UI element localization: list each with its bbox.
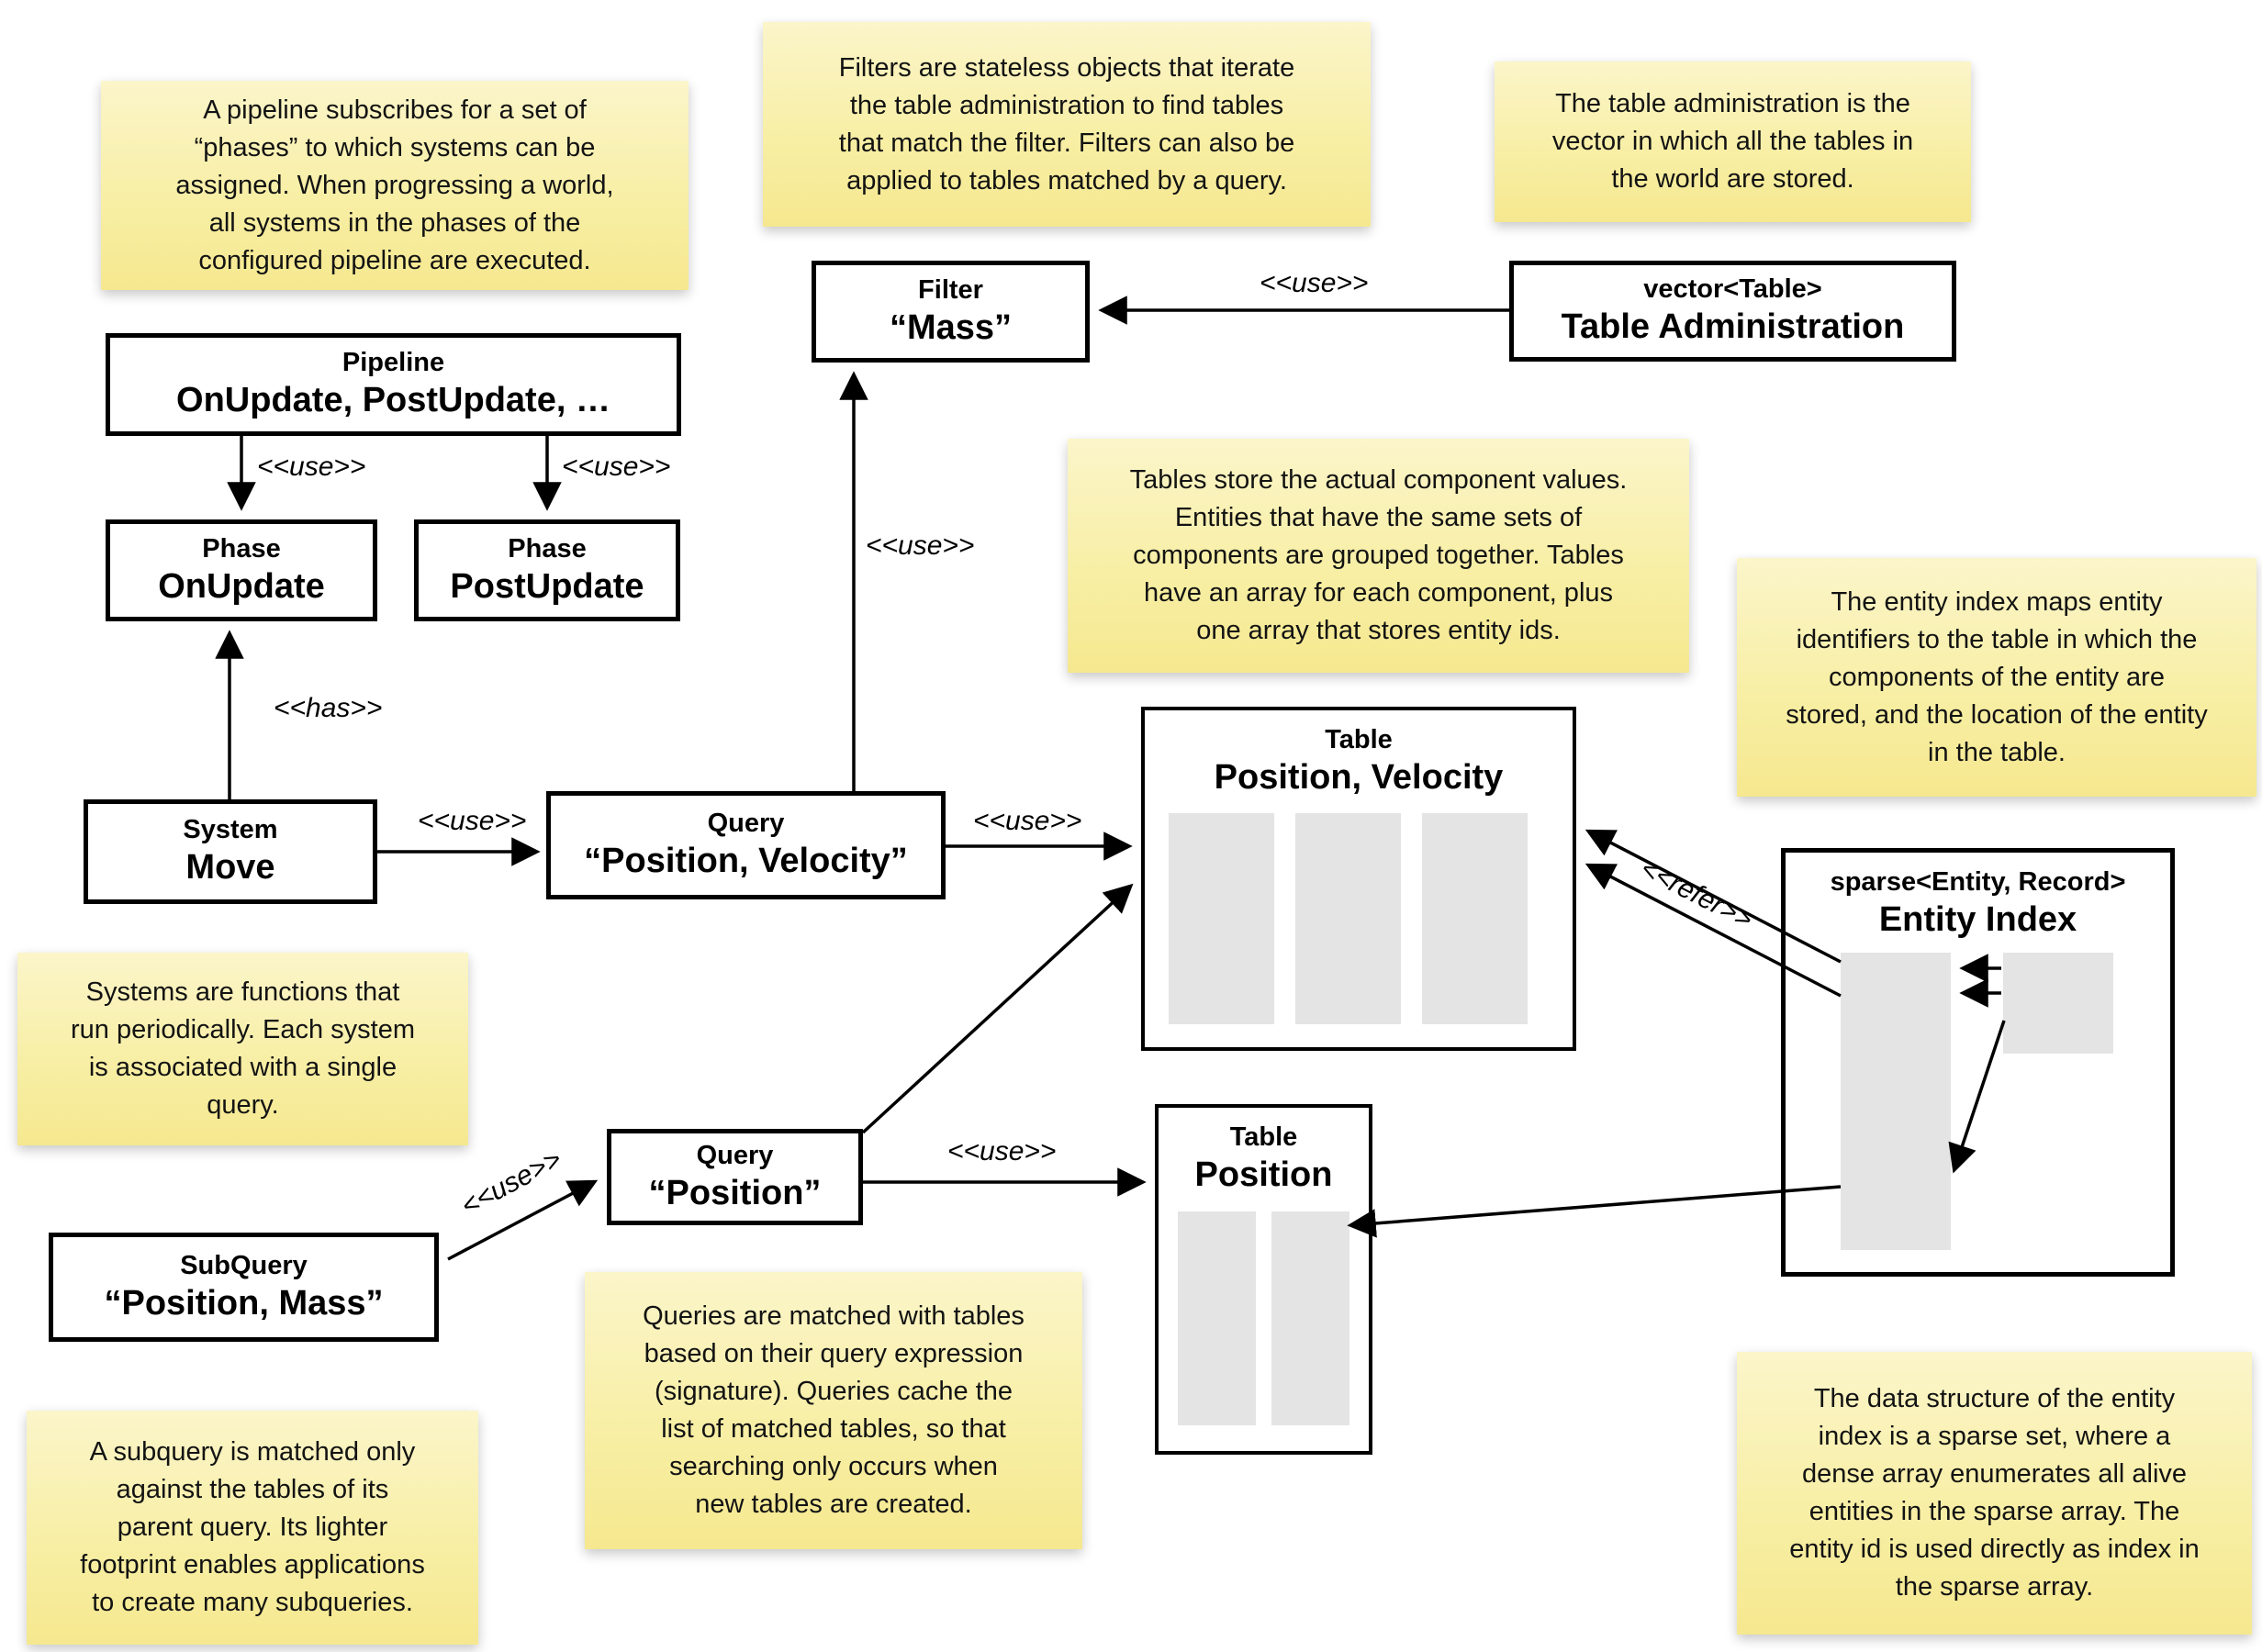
node-phase-postupdate-name: PostUpdate (450, 566, 644, 606)
node-table-position-velocity-name: Position, Velocity (1214, 758, 1504, 798)
node-subquery-position-mass: SubQuery “Position, Mass” (49, 1233, 439, 1342)
edge-label-has-system-phase: <<has>> (274, 693, 383, 723)
component-array (1169, 813, 1274, 1024)
node-table-administration-kind: vector<Table> (1643, 274, 1822, 305)
node-table-administration: vector<Table> Table Administration (1509, 261, 1956, 362)
node-phase-onupdate-name: OnUpdate (158, 566, 325, 606)
node-entity-index-kind: sparse<Entity, Record> (1830, 867, 2126, 897)
node-query-position-name: “Position” (648, 1173, 822, 1212)
note-entity-index: The entity index maps entity identifiers… (1737, 558, 2256, 797)
component-array (1178, 1211, 1256, 1425)
note-queries: Queries are matched with tables based on… (585, 1272, 1082, 1549)
node-query-position-velocity-kind: Query (707, 809, 785, 839)
node-table-position-kind: Table (1229, 1122, 1298, 1152)
component-array (1422, 813, 1528, 1024)
note-sparse-set: The data structure of the entity index i… (1737, 1352, 2252, 1635)
node-query-position-kind: Query (696, 1140, 774, 1170)
node-filter-mass: Filter “Mass” (812, 261, 1090, 363)
edge-label-refer-index-table: <<refer>> (1635, 853, 1758, 936)
node-filter-mass-name: “Mass” (889, 307, 1013, 347)
note-subquery: A subquery is matched only against the t… (27, 1411, 478, 1645)
node-phase-onupdate: Phase OnUpdate (106, 519, 377, 621)
edge-label-use-subquery-query: <<use>> (456, 1144, 567, 1222)
edge-label-use-system-query: <<use>> (418, 806, 527, 836)
edge-label-use-query-filter: <<use>> (866, 530, 975, 561)
note-tables: Tables store the actual component values… (1068, 439, 1689, 673)
node-table-position-name: Position (1194, 1155, 1333, 1195)
edge-label-use-pipeline-postupdate: <<use>> (562, 452, 671, 482)
node-system-move: System Move (84, 799, 377, 904)
node-pipeline-name: OnUpdate, PostUpdate, … (176, 381, 610, 420)
node-system-move-kind: System (183, 815, 278, 845)
sparse-array (1841, 953, 1951, 1250)
node-phase-onupdate-kind: Phase (202, 533, 281, 564)
note-table-admin: The table administration is the vector i… (1495, 61, 1971, 222)
node-phase-postupdate-kind: Phase (508, 533, 587, 564)
edge-label-use-pipeline-onupdate: <<use>> (257, 452, 366, 482)
component-array (1271, 1211, 1349, 1425)
node-phase-postupdate: Phase PostUpdate (414, 519, 680, 621)
node-subquery-position-mass-kind: SubQuery (180, 1250, 308, 1280)
dense-array (2003, 953, 2113, 1054)
note-pipeline: A pipeline subscribes for a set of “phas… (101, 81, 689, 290)
node-filter-mass-kind: Filter (918, 274, 983, 305)
node-query-position-velocity-name: “Position, Velocity” (584, 842, 908, 881)
node-pipeline-kind: Pipeline (342, 348, 445, 378)
note-filters: Filters are stateless objects that itera… (763, 22, 1371, 227)
node-table-position-velocity-kind: Table (1325, 725, 1393, 754)
node-entity-index-name: Entity Index (1878, 900, 2077, 940)
node-query-position-velocity: Query “Position, Velocity” (546, 791, 946, 899)
note-systems: Systems are functions that run periodica… (17, 953, 468, 1145)
node-pipeline: Pipeline OnUpdate, PostUpdate, … (106, 333, 681, 436)
component-array (1295, 813, 1401, 1024)
node-system-move-name: Move (185, 848, 275, 887)
edge-label-use-querypos-table: <<use>> (947, 1136, 1057, 1166)
node-table-administration-name: Table Administration (1561, 307, 1905, 347)
edge-label-use-query-table: <<use>> (973, 806, 1082, 836)
node-query-position: Query “Position” (607, 1129, 863, 1225)
edge-label-use-admin-filter: <<use>> (1260, 268, 1369, 298)
node-subquery-position-mass-name: “Position, Mass” (104, 1283, 384, 1323)
